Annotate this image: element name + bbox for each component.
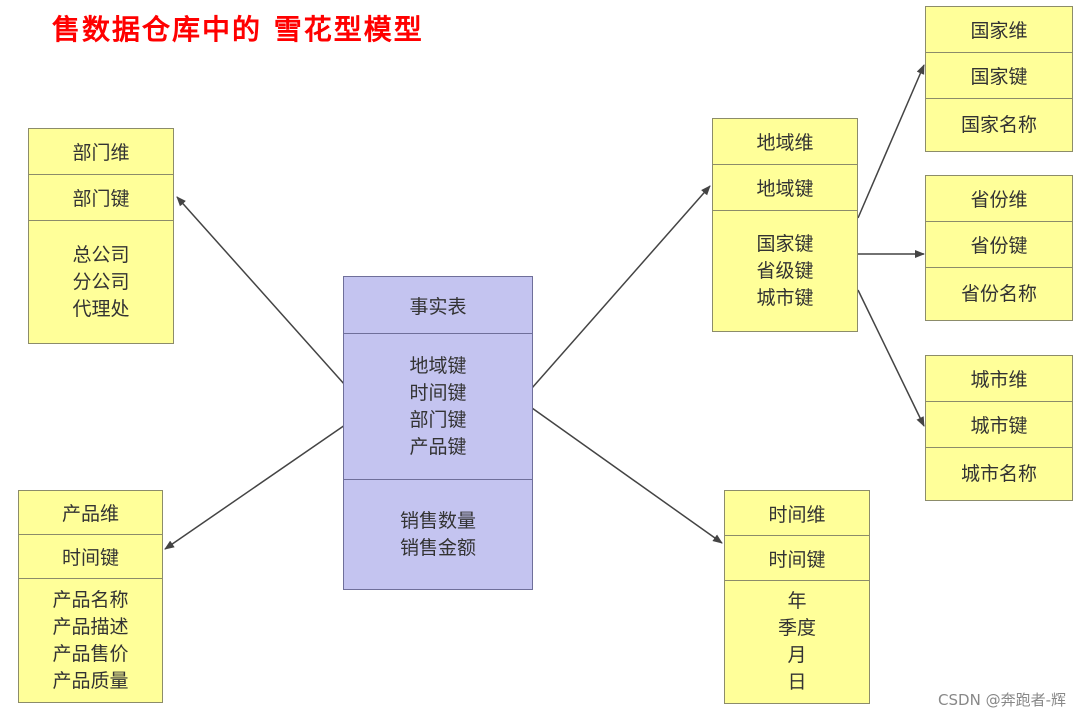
- province-dim-name: 省份维: [926, 176, 1072, 222]
- dept-dimension-box: 部门维 部门键 总公司 分公司 代理处: [28, 128, 174, 344]
- dept-dim-name: 部门维: [29, 129, 173, 175]
- fact-table-keys: 地域键 时间键 部门键 产品键: [344, 334, 532, 480]
- fact-key: 产品键: [409, 435, 467, 458]
- product-dim-attrs: 产品名称 产品描述 产品售价 产品质量: [19, 579, 162, 702]
- time-dimension-box: 时间维 时间键 年 季度 月 日: [724, 490, 870, 704]
- product-dim-name: 产品维: [19, 491, 162, 535]
- region-dimension-box: 地域维 地域键 国家键 省级键 城市键: [712, 118, 858, 332]
- region-dim-name: 地域维: [713, 119, 857, 165]
- country-dim-key: 国家键: [926, 53, 1072, 99]
- dept-dim-key: 部门键: [29, 175, 173, 221]
- fact-measure: 销售金额: [399, 536, 476, 559]
- city-dim-name: 城市维: [926, 356, 1072, 402]
- attr: 分公司: [72, 270, 130, 293]
- province-dimension-box: 省份维 省份键 省份名称: [925, 175, 1073, 321]
- product-dim-key: 时间键: [19, 535, 162, 579]
- attr: 产品质量: [52, 669, 129, 692]
- country-dim-attr: 国家名称: [960, 113, 1037, 136]
- arrow-to-dept: [176, 196, 346, 386]
- attr: 产品售价: [52, 642, 129, 665]
- arrow-to-region: [531, 185, 711, 389]
- time-dim-name: 时间维: [725, 491, 869, 536]
- time-dim-key: 时间键: [725, 536, 869, 581]
- province-dim-attr: 省份名称: [960, 282, 1037, 305]
- arrow-to-city: [857, 289, 925, 427]
- attr: 产品名称: [52, 588, 129, 611]
- fact-key: 时间键: [409, 381, 467, 404]
- attr: 省级键: [756, 259, 814, 282]
- attr: 总公司: [72, 243, 130, 266]
- arrow-to-country: [857, 64, 925, 219]
- product-dimension-box: 产品维 时间键 产品名称 产品描述 产品售价 产品质量: [18, 490, 163, 703]
- arrow-to-time: [531, 407, 723, 544]
- region-dim-attrs: 国家键 省级键 城市键: [713, 211, 857, 331]
- attr: 城市键: [756, 286, 814, 309]
- attr: 代理处: [72, 297, 130, 320]
- country-dim-name: 国家维: [926, 7, 1072, 53]
- city-dimension-box: 城市维 城市键 城市名称: [925, 355, 1073, 501]
- watermark: CSDN @奔跑者-辉: [938, 691, 1066, 709]
- arrow-to-product: [164, 424, 346, 550]
- attr: 季度: [777, 617, 816, 639]
- dept-dim-attrs: 总公司 分公司 代理处: [29, 221, 173, 343]
- attr: 产品描述: [52, 615, 129, 638]
- attr: 日: [787, 671, 807, 693]
- fact-measure: 销售数量: [399, 509, 476, 532]
- fact-key: 部门键: [409, 408, 467, 431]
- region-dim-key: 地域键: [713, 165, 857, 211]
- attr: 国家键: [756, 232, 814, 255]
- fact-key: 地域键: [409, 354, 467, 377]
- fact-table-box: 事实表 地域键 时间键 部门键 产品键 销售数量 销售金额: [343, 276, 533, 590]
- fact-table-name: 事实表: [344, 277, 532, 334]
- diagram-title: 售数据仓库中的 雪花型模型: [52, 13, 424, 46]
- time-dim-attrs: 年 季度 月 日: [725, 581, 869, 703]
- city-dim-attr: 城市名称: [960, 462, 1037, 485]
- attr: 月: [787, 644, 807, 666]
- fact-table-measures: 销售数量 销售金额: [344, 480, 532, 589]
- attr: 年: [787, 590, 807, 612]
- province-dim-key: 省份键: [926, 222, 1072, 268]
- country-dimension-box: 国家维 国家键 国家名称: [925, 6, 1073, 152]
- city-dim-key: 城市键: [926, 402, 1072, 448]
